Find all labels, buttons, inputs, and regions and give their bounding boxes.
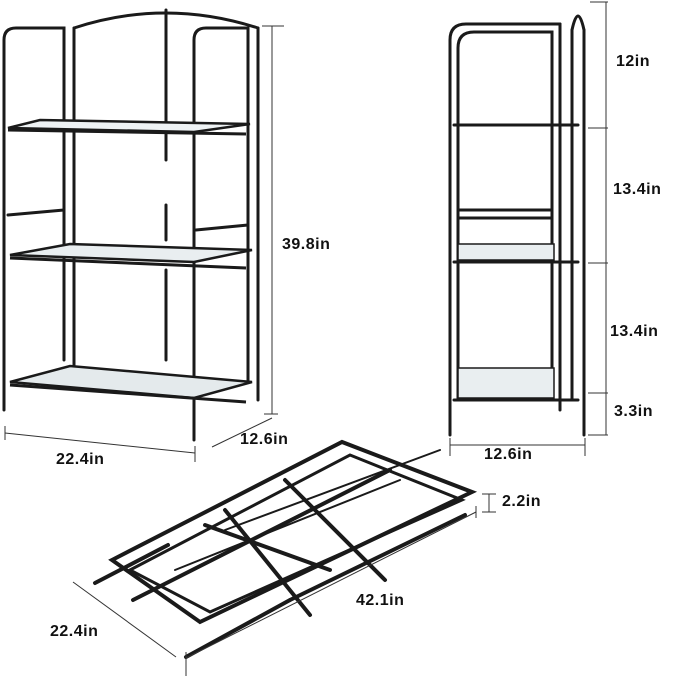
folded-length-label: 42.1in [356,592,405,609]
side-lower-gap-label: 13.4in [610,323,659,340]
folded-width-label: 22.4in [50,623,99,640]
side-middle-gap-label: 13.4in [613,181,662,198]
front-depth-label: 12.6in [240,431,289,448]
side-depth-label: 12.6in [484,446,533,463]
front-height-label: 39.8in [282,236,331,253]
front-width-label: 22.4in [56,451,105,468]
side-top-gap-label: 12in [616,53,651,70]
folded-thickness-label: 2.2in [502,493,541,510]
side-bottom-clearance-label: 3.3in [614,403,653,420]
